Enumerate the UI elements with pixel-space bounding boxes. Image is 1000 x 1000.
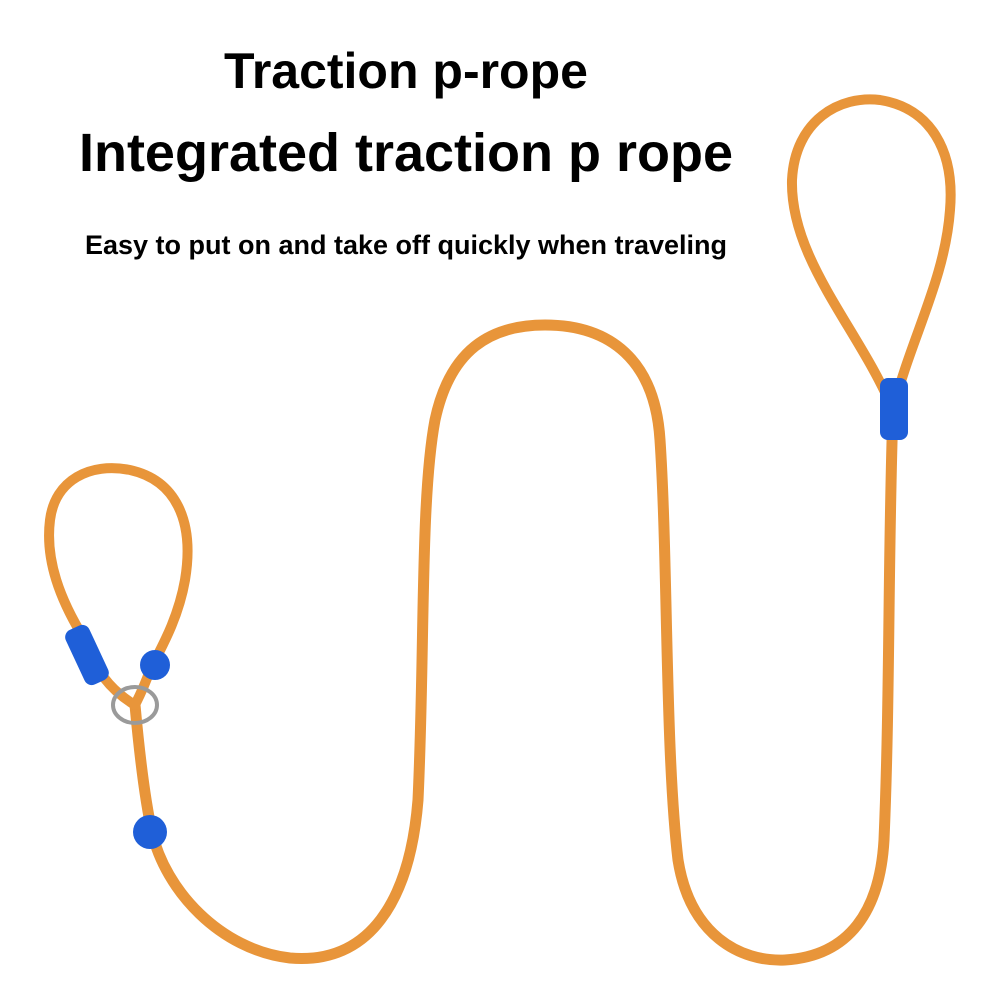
handle-loop	[786, 94, 956, 415]
rope-body	[129, 319, 899, 966]
collar-sleeve	[65, 624, 109, 686]
subtitle-main: Integrated traction p rope	[78, 123, 734, 183]
stopper-bead-upper	[140, 650, 170, 680]
metal-ring	[111, 685, 159, 725]
stopper-bead-lower	[133, 815, 167, 849]
title: Traction p-rope	[224, 43, 588, 99]
tagline: Easy to put on and take off quickly when…	[84, 230, 728, 260]
handle-sleeve	[880, 378, 908, 440]
